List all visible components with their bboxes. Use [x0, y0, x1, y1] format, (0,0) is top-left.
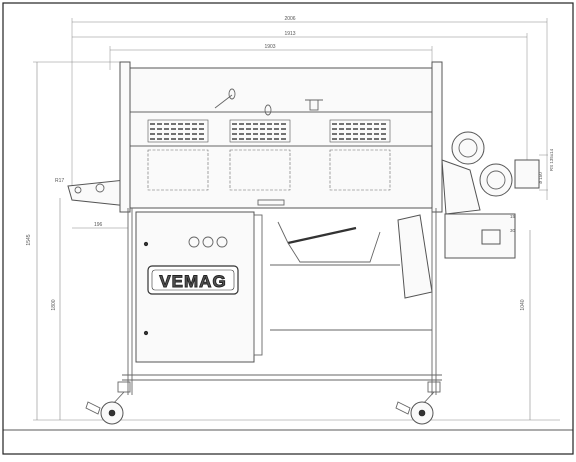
control-knob-2 — [202, 236, 214, 248]
dim-left-offset: 196 — [94, 222, 103, 228]
tilted-tray — [397, 214, 433, 299]
pump-assembly — [441, 131, 548, 215]
dim-overall-height: 1545 — [26, 234, 32, 245]
dim-radius: R17 — [55, 178, 64, 184]
upper-housing — [127, 67, 435, 209]
top-handles — [214, 88, 323, 116]
grip-handle — [257, 199, 285, 206]
left-hinge-post — [119, 61, 131, 213]
outlet-box — [444, 213, 516, 259]
control-knob-1 — [188, 236, 200, 248]
dim-width-mid: 1913 — [284, 31, 295, 37]
caster-left — [85, 381, 131, 425]
brand-plate-inner — [151, 269, 235, 291]
cabinet-screw-top — [143, 241, 149, 247]
chute-roller-2 — [95, 183, 105, 193]
control-knob-3 — [216, 236, 228, 248]
dim-side-small2: 30 — [510, 228, 516, 233]
dim-frame-height: 1800 — [51, 299, 57, 310]
dim-right-height: 1040 — [520, 299, 526, 310]
tray-bracket — [277, 221, 381, 263]
dim-side-small: 15 — [510, 214, 516, 219]
brand-plate — [147, 265, 239, 295]
internal-mechanics — [147, 149, 391, 191]
dim-width-inner: 1903 — [264, 44, 275, 50]
dim-right-box: ø 150 — [538, 172, 543, 184]
cabinet-hinge — [253, 214, 263, 356]
vent-grille-left — [147, 119, 209, 143]
chute-roller — [74, 186, 82, 194]
gas-spring — [287, 226, 357, 245]
outlet-flap — [481, 229, 501, 245]
caster-right — [395, 381, 441, 425]
vent-grille-center — [229, 119, 291, 143]
right-hinge-post — [431, 61, 443, 213]
vent-grille-right — [329, 119, 391, 143]
brand-logo-text: VEMAG — [159, 272, 226, 291]
dim-overall-width: 2006 — [284, 16, 295, 22]
sheet-border — [2, 2, 574, 455]
dim-flange: RS 135x14 — [549, 148, 554, 171]
cabinet-screw-bottom — [143, 330, 149, 336]
